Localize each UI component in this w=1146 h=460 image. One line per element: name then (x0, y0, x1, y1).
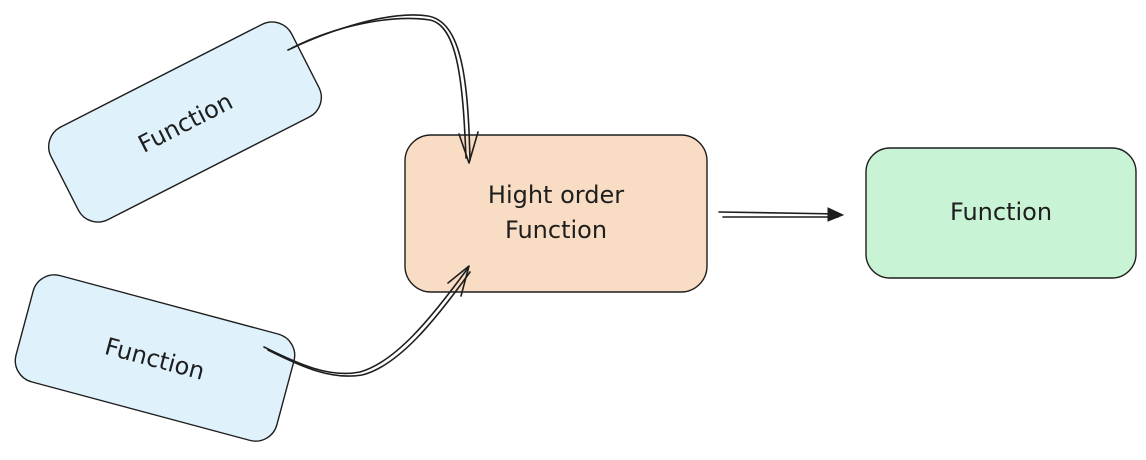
node-input-bottom[interactable]: Function (10, 270, 299, 446)
node-output[interactable]: Function (865, 147, 1137, 279)
node-hof[interactable]: Hight order Function (404, 134, 708, 293)
node-hof-label-line1: Hight order (488, 181, 624, 209)
arrow-hof-to-output (718, 207, 845, 222)
node-input-top[interactable]: Function (41, 14, 329, 229)
arrow-top-to-hof (287, 14, 479, 164)
node-output-label: Function (950, 198, 1052, 226)
node-hof-box (404, 134, 708, 293)
node-input-top-box (47, 21, 323, 223)
arrow-bottom-to-hof (263, 265, 471, 377)
node-hof-label-line2: Function (505, 216, 607, 244)
node-output-box (865, 147, 1137, 279)
node-input-bottom-box (14, 274, 296, 442)
